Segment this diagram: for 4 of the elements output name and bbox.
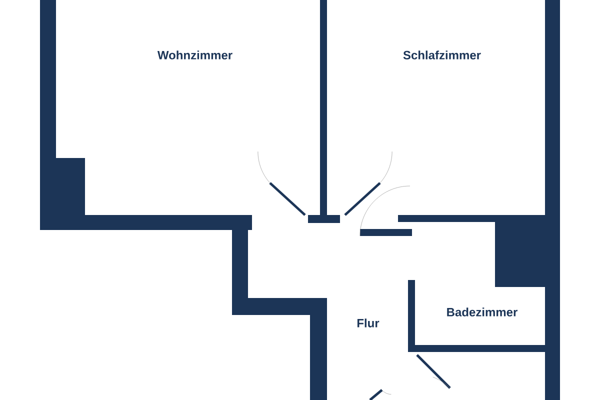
room-label: Flur xyxy=(357,318,380,328)
room-label: Schlafzimmer xyxy=(403,50,481,60)
room-label: Wohnzimmer xyxy=(157,50,232,60)
room-label: Badezimmer xyxy=(447,308,518,316)
